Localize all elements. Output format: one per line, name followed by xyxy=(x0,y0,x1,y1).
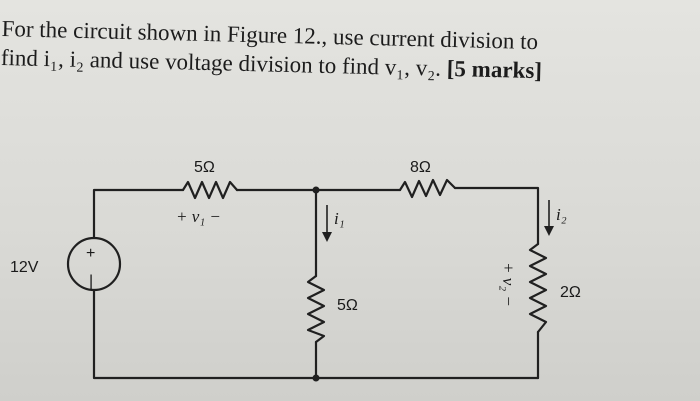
i2-arrow-head xyxy=(544,226,554,236)
source-minus-sign: | xyxy=(89,273,93,290)
resistor-8ohm xyxy=(398,178,457,199)
i1-label: i₁ xyxy=(334,209,345,228)
resistor-2ohm xyxy=(528,242,548,334)
series-resistor-label: 5Ω xyxy=(194,159,215,176)
i1-arrow-head xyxy=(322,232,332,242)
v1-label: + v₁ − xyxy=(176,207,221,226)
r2-label: 2Ω xyxy=(560,284,581,301)
node-bottom xyxy=(312,374,320,382)
shunt-resistor-label: 5Ω xyxy=(337,297,358,314)
voltage-source xyxy=(66,236,122,292)
source-label: 12V xyxy=(10,259,39,276)
resistor-shunt-5ohm xyxy=(306,274,326,344)
wire-left-top xyxy=(92,188,185,240)
r8-label: 8Ω xyxy=(410,159,431,176)
wire-right-top xyxy=(453,186,540,246)
wire-bottom xyxy=(92,288,540,380)
resistor-series-5ohm xyxy=(181,180,239,200)
source-plus-sign: + xyxy=(86,245,95,262)
i2-label: i₂ xyxy=(556,205,567,224)
node-top xyxy=(312,186,320,194)
v2-label: + v₂ − xyxy=(499,262,518,307)
